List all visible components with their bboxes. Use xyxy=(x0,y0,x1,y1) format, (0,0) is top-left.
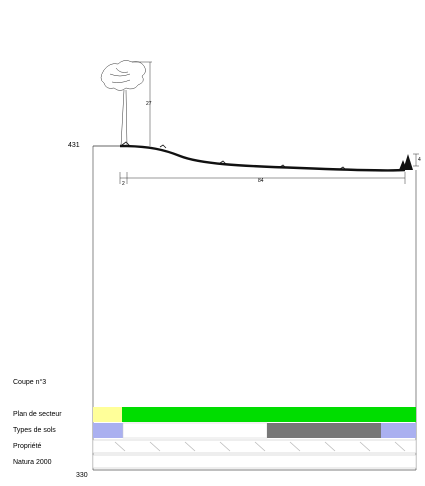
vegetation-marks xyxy=(121,141,347,171)
tree-height-dimension xyxy=(132,61,152,146)
top-elevation-label: 431 xyxy=(68,142,80,149)
plan-zone-green xyxy=(122,407,416,422)
terrain-profile xyxy=(119,144,406,172)
band-label-property: Propriété xyxy=(13,443,42,450)
bottom-elevation-label: 330 xyxy=(76,472,88,479)
soil-zone-blue-right xyxy=(381,423,416,438)
band-label-natura: Natura 2000 xyxy=(13,459,52,466)
soil-zone-blue-left xyxy=(93,423,123,438)
band-label-plan: Plan de secteur xyxy=(13,411,62,418)
left-offset-label: 2 xyxy=(122,181,125,187)
tree-height-label: 27 xyxy=(146,101,152,107)
right-height-dimension xyxy=(413,153,419,167)
property-hatch xyxy=(114,441,406,452)
tree-icon xyxy=(100,60,146,147)
small-tree-icon xyxy=(399,154,413,170)
band-label-soils: Types de sols xyxy=(13,427,56,434)
soil-zone-white xyxy=(122,422,268,439)
property-band xyxy=(92,439,417,454)
natura-band xyxy=(92,454,417,469)
length-label: 84 xyxy=(258,178,264,184)
length-dimension xyxy=(119,172,406,184)
section-title: Coupe n°3 xyxy=(13,379,47,386)
plan-zone-yellow xyxy=(93,407,122,422)
soil-zone-grey xyxy=(267,423,381,438)
right-height-label: 4 xyxy=(418,157,421,163)
